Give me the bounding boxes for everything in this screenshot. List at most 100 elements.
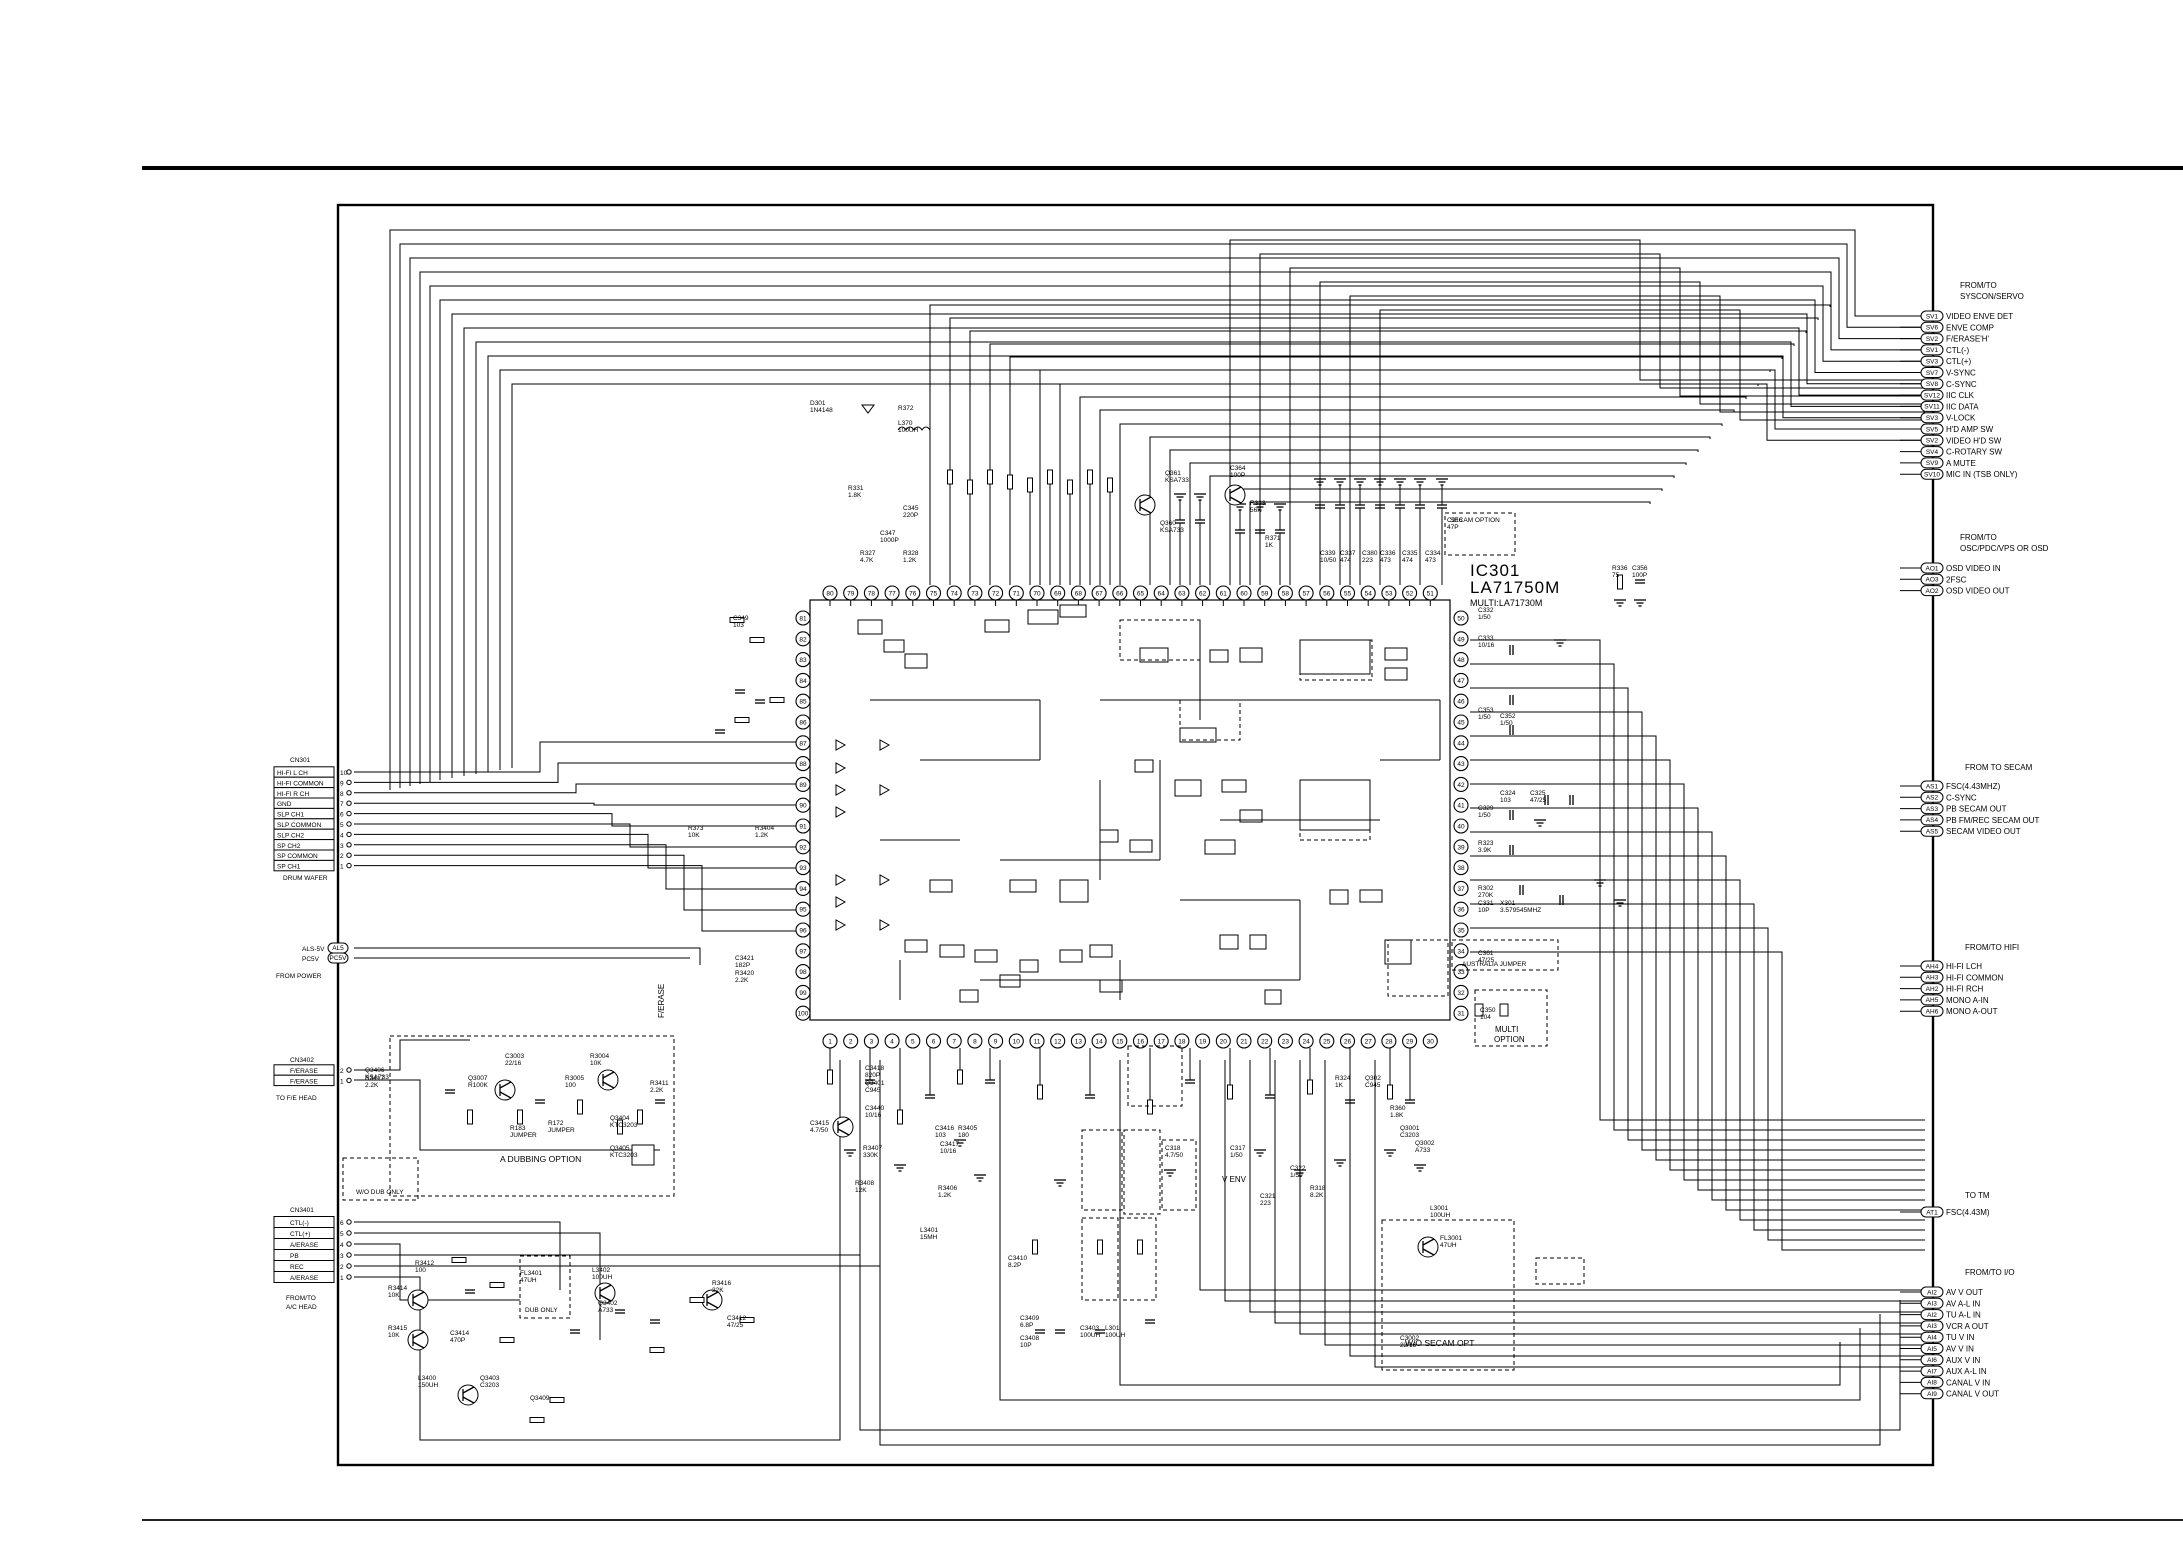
ic-left-pin xyxy=(795,839,811,855)
ic-amp xyxy=(835,874,847,886)
ic-top-pin-num: 76 xyxy=(909,591,917,598)
ic-internal-block xyxy=(1099,979,1123,993)
resistor xyxy=(529,1417,545,1423)
ic-bottom-pin-num: 8 xyxy=(973,1039,977,1046)
ic-left-pin xyxy=(795,693,811,709)
cn301-pin-dot xyxy=(346,852,352,858)
component-value: 150UH xyxy=(418,1382,439,1389)
wire xyxy=(354,1221,561,1290)
cn3402-pin-dot xyxy=(346,1067,352,1073)
grp-syscon-label: V-SYNC xyxy=(1946,369,1976,378)
ic-ref: IC301 xyxy=(1470,561,1520,580)
cn3402-caption: TO F/E HEAD xyxy=(276,1095,317,1102)
ic301 xyxy=(809,599,1451,1021)
component-ref: C3002 xyxy=(1400,1335,1420,1342)
ic-top-pin xyxy=(1008,585,1024,601)
ic-bottom-pin xyxy=(1132,1033,1149,1049)
grp-hifi-label: HI-FI RCH xyxy=(1946,985,1984,994)
component-value: 4.7K xyxy=(860,557,874,564)
component-value: 330K xyxy=(863,1152,879,1159)
cn301-row-pin: 2 xyxy=(340,853,344,860)
wire xyxy=(1229,486,1242,494)
cn3402-row-pin: 2 xyxy=(340,1068,344,1075)
component-value: 100UH xyxy=(592,1274,613,1281)
component-ref: R324 xyxy=(1335,1075,1351,1082)
ic-internal-block xyxy=(1249,934,1267,950)
grp-io-label: TU A-L IN xyxy=(1946,1311,1981,1320)
cn301-pin-dot xyxy=(346,790,352,796)
power-code: PC5V xyxy=(330,955,348,962)
grp-syscon-label: V-LOCK xyxy=(1946,414,1976,423)
resistor xyxy=(827,1069,833,1085)
cn3401-row-name: A/ERASE xyxy=(290,1275,319,1282)
grp-secam-code: AS3 xyxy=(1926,806,1939,813)
component-ref: Q3404 xyxy=(610,1115,630,1122)
ic-left-pin-num: 98 xyxy=(799,969,807,976)
ic-internal-block xyxy=(1059,879,1089,903)
component-ref: R3416 xyxy=(712,1280,732,1287)
wire xyxy=(1249,1060,1925,1313)
cn3402-row-pin: 1 xyxy=(340,1078,344,1085)
ic-right-pin-num: 31 xyxy=(1457,1011,1465,1018)
wire xyxy=(1470,759,1925,1171)
cn301-row-name: HI-FI COMMON xyxy=(277,780,324,787)
ic-internal-block xyxy=(1019,959,1039,973)
cn3401-pin-dot xyxy=(346,1230,352,1236)
wire xyxy=(499,1081,512,1089)
ic-right-pin xyxy=(1453,860,1469,876)
ic-part: LA71750M xyxy=(1470,578,1560,597)
grp-syscon-title: SYSCON/SERVO xyxy=(1960,292,2024,301)
cn301-pin-dot xyxy=(346,779,352,786)
cn301-row-pin: 4 xyxy=(340,832,344,839)
ic-bottom-pin-num: 4 xyxy=(890,1039,894,1046)
component-ref: C356 xyxy=(1632,565,1648,572)
ic-internal-block xyxy=(1099,829,1119,843)
ic-top-pin xyxy=(1112,585,1128,601)
ic-top-pin xyxy=(1339,585,1356,601)
component-ref: C3409 xyxy=(1020,1315,1040,1322)
wire xyxy=(439,299,1925,780)
component-ref: C3412 xyxy=(727,1315,747,1322)
ic-right-pin xyxy=(1453,943,1469,959)
resistor xyxy=(467,1109,473,1125)
ic-internal-block xyxy=(1134,759,1154,773)
resistor xyxy=(1007,474,1013,490)
component-value: 103 xyxy=(1500,797,1511,804)
ic-internal-block xyxy=(959,989,979,1003)
ic-bottom-pin-num: 14 xyxy=(1095,1039,1103,1046)
wire xyxy=(1470,903,1925,1231)
grp-syscon-label: F/ERASE'H' xyxy=(1946,335,1990,344)
grp-osd-title: FROM/TO xyxy=(1960,533,1997,542)
wire xyxy=(837,1118,850,1126)
cn301-row-name: HI-FI L CH xyxy=(277,770,308,777)
ic-right-pin xyxy=(1453,1005,1469,1021)
ic-bottom-pin-num: 22 xyxy=(1261,1039,1269,1046)
resistor xyxy=(739,1317,755,1323)
wire xyxy=(969,330,1807,585)
wire xyxy=(1299,1060,1925,1335)
component-value: 47P xyxy=(1447,524,1459,531)
ic-bottom-pin xyxy=(946,1033,962,1049)
ic-top-pin xyxy=(1402,585,1418,601)
ic-right-pin xyxy=(1453,776,1469,792)
component-value: C945 xyxy=(865,1087,881,1094)
wire xyxy=(879,1060,1881,1446)
component-ref: X301 xyxy=(1500,900,1516,907)
ic-top-pin-num: 64 xyxy=(1158,591,1166,598)
component-value: 1N4148 xyxy=(810,407,833,414)
cn3401-pin-dot xyxy=(346,1263,352,1269)
wire xyxy=(989,343,1795,585)
ic-left-pin xyxy=(795,652,811,668)
resistor xyxy=(577,1099,583,1115)
transistor-q3007 xyxy=(631,1144,655,1166)
ic-bottom-pin-num: 23 xyxy=(1282,1039,1290,1046)
ic-bottom-pin xyxy=(1298,1033,1314,1049)
wire xyxy=(1119,423,1723,585)
ic-internal-block xyxy=(984,619,1010,633)
ic-left-pin-num: 86 xyxy=(799,720,807,727)
ic-top-pin xyxy=(1132,585,1149,601)
dub-only-label: DUB ONLY xyxy=(525,1307,558,1314)
grp-syscon-label: VIDEO H'D SW xyxy=(1946,436,2002,445)
option-box-g xyxy=(1127,1045,1183,1107)
